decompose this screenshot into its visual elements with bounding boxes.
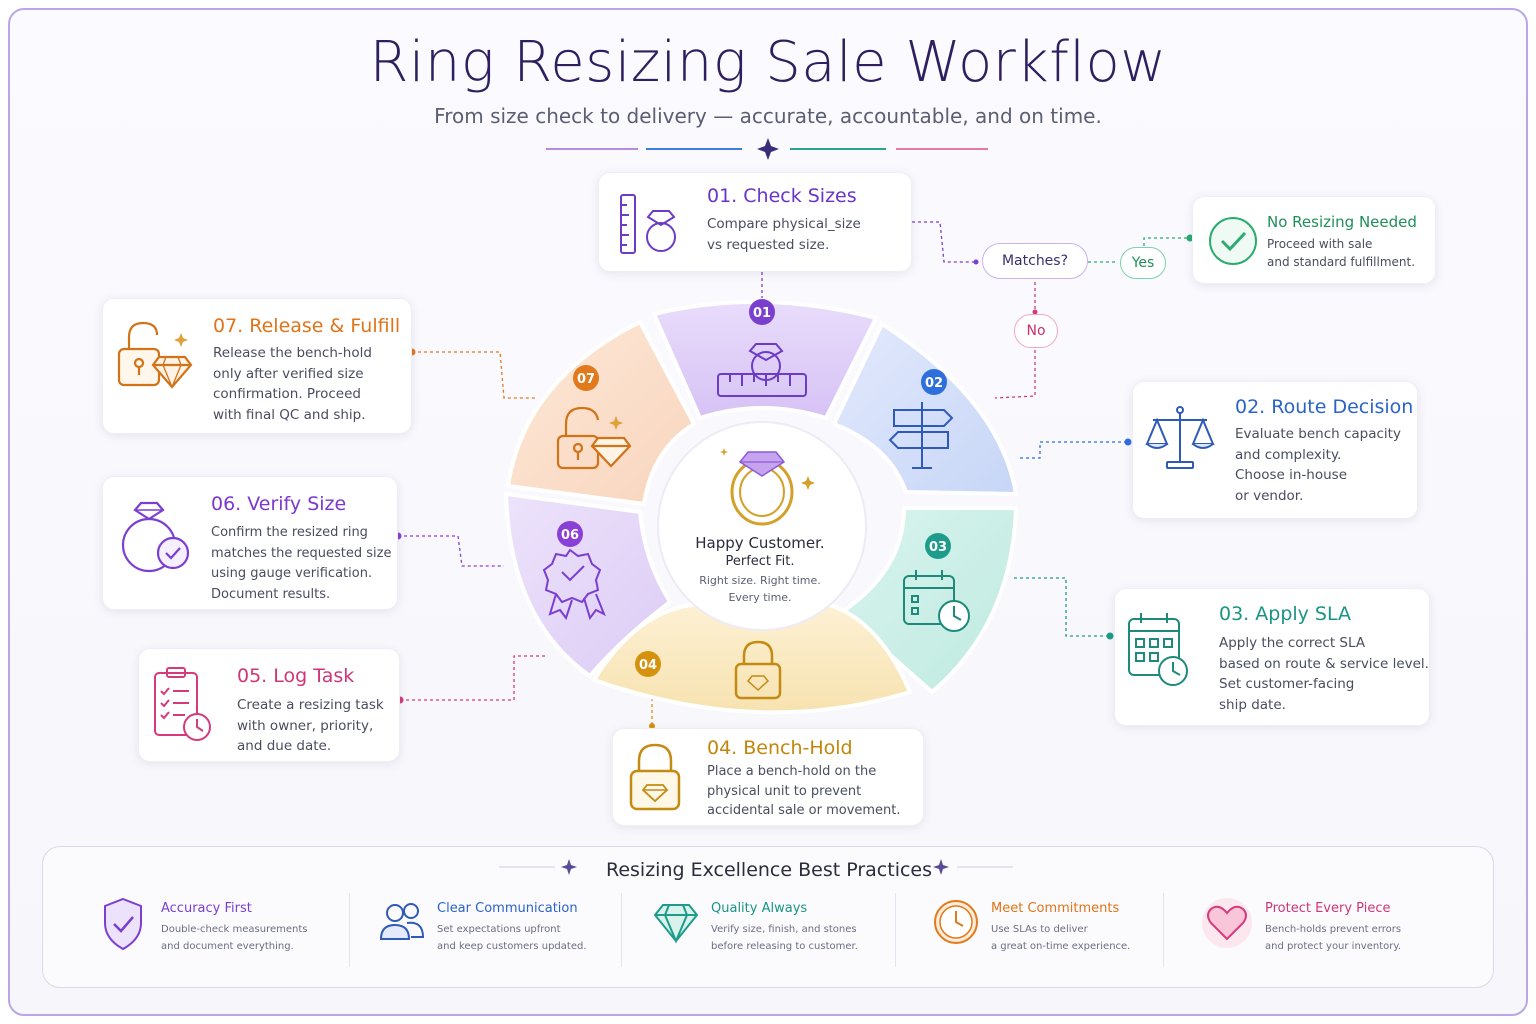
- step-card-07: 07. Release & Fulfill Release the bench-…: [102, 298, 412, 434]
- step-badge-02: 02: [921, 369, 947, 395]
- practice-title: Quality Always: [711, 901, 808, 916]
- practice-title: Accuracy First: [161, 901, 252, 916]
- decision-matches-pill: Matches?: [982, 243, 1088, 279]
- svg-text:01: 01: [753, 306, 771, 321]
- practice-title: Clear Communication: [437, 901, 578, 916]
- decision-yes-pill: Yes: [1120, 247, 1166, 279]
- page-title: Ring Resizing Sale Workflow: [369, 30, 1167, 95]
- step-card-04: 04. Bench-Hold Place a bench-hold on the…: [612, 728, 924, 826]
- center-tagline: Every time.: [728, 591, 792, 604]
- calendar-clock-icon: [1128, 613, 1188, 686]
- practice-quality-always: Quality Always Verify size, finish, and …: [651, 897, 901, 977]
- center-hub: [657, 421, 867, 631]
- step-title: 01. Check Sizes: [707, 185, 857, 207]
- step-title: 02. Route Decision: [1235, 396, 1414, 418]
- segment-06: [503, 491, 673, 679]
- svg-text:07: 07: [577, 372, 595, 387]
- practice-accuracy-first: Accuracy First Double-check measurements…: [101, 897, 351, 977]
- segment-04: [591, 601, 913, 715]
- step-title: 03. Apply SLA: [1219, 603, 1352, 625]
- ring-ruler-icon: [620, 194, 676, 254]
- practice-title: Protect Every Piece: [1265, 901, 1391, 916]
- clipboard-icon: [154, 667, 211, 741]
- step-card-02: 02. Route Decision Evaluate bench capaci…: [1132, 381, 1418, 519]
- sparkle-icon: [720, 448, 728, 456]
- diamond-icon: [653, 904, 699, 944]
- center-tagline: Right size. Right time.: [699, 574, 821, 587]
- segment-07: [505, 319, 697, 507]
- step-title: 04. Bench-Hold: [707, 737, 853, 759]
- ribbon-badge-icon: [542, 548, 606, 621]
- svg-text:02: 02: [925, 376, 943, 391]
- heart-icon: [1202, 898, 1252, 948]
- shield-check-icon: [104, 897, 142, 951]
- divider: [895, 893, 896, 967]
- ring-check-icon: [121, 501, 190, 573]
- step-badge-07: 07: [573, 365, 599, 391]
- step-badge-03: 03: [925, 533, 951, 559]
- center-title: Happy Customer.: [695, 534, 825, 552]
- best-practices-panel: Resizing Excellence Best Practices Accur…: [42, 846, 1494, 988]
- sparkle-icon: [801, 476, 815, 490]
- sparkle-icon: [499, 859, 577, 875]
- calendar-clock-icon: [903, 570, 970, 632]
- padlock-icon: [629, 743, 681, 811]
- workflow-wheel: 01 02 03 04 06 07: [503, 299, 1019, 715]
- padlock-icon: [734, 640, 782, 700]
- divider: [349, 893, 350, 967]
- svg-text:06: 06: [561, 528, 579, 543]
- title-divider: [546, 138, 988, 160]
- unlock-diamond-icon: [556, 406, 632, 470]
- scales-icon: [1145, 406, 1215, 469]
- step-badge-04: 04: [635, 651, 661, 677]
- step-title: 05. Log Task: [237, 665, 355, 687]
- sparkle-icon: [933, 859, 1013, 875]
- practice-clear-communication: Clear Communication Set expectations upf…: [377, 897, 627, 977]
- center-subtitle: Perfect Fit.: [725, 554, 795, 569]
- step-card-06: 06. Verify Size Confirm the resized ring…: [102, 476, 398, 610]
- people-icon: [379, 903, 425, 940]
- unlock-diamond-icon: [117, 321, 193, 389]
- step-title: 07. Release & Fulfill: [213, 315, 401, 337]
- svg-text:03: 03: [929, 540, 947, 555]
- step-badge-06: 06: [557, 521, 583, 547]
- practice-protect-every-piece: Protect Every Piece Bench-holds prevent …: [1199, 897, 1459, 977]
- check-circle-icon: [1209, 217, 1257, 265]
- divider: [621, 893, 622, 967]
- sparkle-icon: [609, 416, 623, 430]
- decision-no-pill: No: [1014, 314, 1058, 348]
- practice-title: Meet Commitments: [991, 901, 1120, 916]
- signpost-icon: [888, 402, 954, 469]
- clock-icon: [934, 900, 978, 944]
- step-title: 06. Verify Size: [211, 493, 347, 515]
- best-practices-title: Resizing Excellence Best Practices: [605, 859, 933, 881]
- step-badge-01: 01: [749, 299, 775, 325]
- page-subtitle: From size check to delivery — accurate, …: [434, 104, 1102, 128]
- sparkle-icon: [757, 138, 779, 160]
- divider: [1163, 893, 1164, 967]
- ring-ruler-icon: [717, 343, 807, 397]
- svg-text:04: 04: [639, 658, 657, 673]
- no-resizing-title: No Resizing Needed: [1267, 213, 1417, 231]
